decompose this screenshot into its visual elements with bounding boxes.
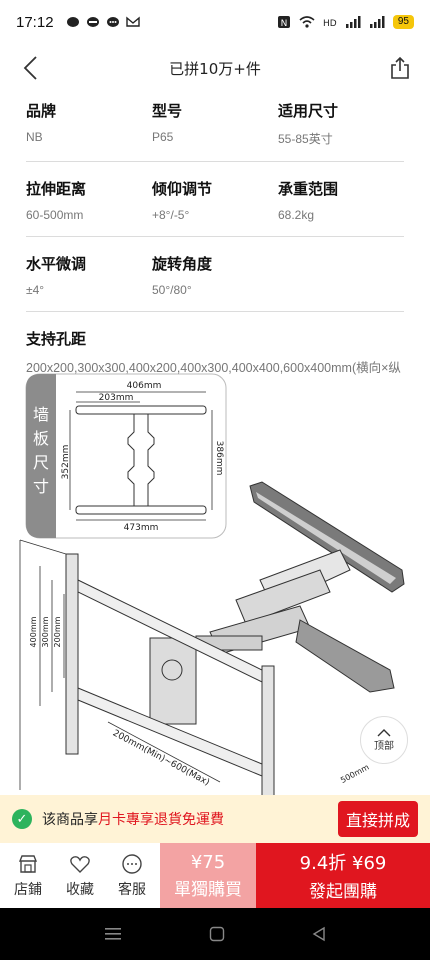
favorite-label: 收藏 — [66, 881, 94, 898]
hd-icon: HD — [323, 19, 337, 29]
dim-label: 300mm — [41, 616, 50, 647]
spec-cell-load: 承重范围 68.2kg — [278, 178, 404, 222]
spec-label: 旋转角度 — [152, 255, 213, 273]
wall-plate-label: 墙 — [33, 405, 49, 424]
spec-table: 品牌 NB 型号 P65 适用尺寸 55-85英寸 拉伸距离 60-500mm … — [26, 96, 404, 424]
store-button[interactable]: 店鋪 — [2, 843, 54, 908]
solo-buy-button[interactable]: ¥75 單獨購買 — [160, 843, 256, 908]
back-to-top-label: 顶部 — [374, 740, 394, 752]
wall-plate-label: 尺 — [33, 453, 49, 472]
spec-label: 支持孔距 — [26, 330, 87, 348]
spec-value: 55-85英寸 — [278, 132, 333, 146]
group-price: 9.4折 ¥69 — [299, 853, 387, 874]
spec-value: NB — [26, 130, 43, 144]
status-bar: 17:12 N HD 95 — [0, 0, 430, 44]
svg-text:N: N — [281, 19, 288, 29]
promo-accent: 月卡專享退貨免運費 — [98, 812, 224, 828]
spec-row: 拉伸距离 60-500mm 倾仰调节 +8°/-5° 承重范围 68.2kg — [26, 174, 404, 237]
wall-plate — [19, 539, 275, 797]
wall-plate-label: 寸 — [33, 477, 49, 496]
heart-icon — [70, 855, 90, 873]
spec-label: 适用尺寸 — [278, 102, 339, 120]
promo-text: 该商品享月卡專享退貨免運費 — [42, 809, 224, 829]
dim-label: 352mm — [61, 445, 71, 480]
tv-screen — [249, 481, 405, 593]
product-diagram: 墙 板 尺 寸 406mm 203mm 352mm 386mm 473mm — [19, 373, 405, 797]
share-button[interactable] — [384, 52, 416, 84]
spec-label: 水平微调 — [26, 255, 87, 273]
spec-value: 60-500mm — [26, 208, 84, 222]
page-title: 已拼10万+件 — [169, 59, 261, 78]
dim-label: 386mm — [214, 441, 224, 476]
dim-label: 203mm — [99, 393, 134, 403]
share-icon — [391, 56, 409, 79]
store-icon — [18, 854, 38, 873]
spec-value: +8°/-5° — [152, 208, 190, 222]
spec-label: 拉伸距离 — [26, 180, 87, 198]
spec-cell-extension: 拉伸距离 60-500mm — [26, 178, 152, 222]
chevron-up-icon — [377, 728, 391, 736]
spec-cell-level: 水平微调 ±4° — [26, 253, 152, 297]
message-bubble-icon — [106, 17, 119, 27]
dim-label: 406mm — [127, 381, 162, 391]
chevron-left-icon — [23, 56, 37, 80]
spec-label: 承重范围 — [278, 180, 339, 198]
battery-indicator: 95 — [392, 15, 414, 29]
service-button[interactable]: 客服 — [106, 843, 158, 908]
promo-bar: ✓ 该商品享月卡專享退貨免運費 直接拼成 — [0, 795, 430, 843]
promo-prefix: 该商品享 — [42, 812, 98, 828]
menu-icon[interactable] — [104, 927, 122, 941]
spec-label: 型号 — [152, 102, 183, 120]
spec-value: 50°/80° — [152, 283, 192, 297]
favorite-button[interactable]: 收藏 — [54, 843, 106, 908]
spec-value: P65 — [152, 130, 174, 144]
check-shield-icon: ✓ — [12, 809, 32, 829]
dim-label: 400mm — [29, 616, 38, 647]
service-label: 客服 — [118, 881, 146, 898]
store-label: 店鋪 — [14, 881, 42, 898]
bottom-action-bar: 店鋪 收藏 客服 ¥75 單獨購買 9.4折 ¥69 發起團購 — [0, 843, 430, 908]
dim-label: 473mm — [124, 523, 159, 533]
solo-label: 單獨購買 — [174, 879, 242, 900]
back-triangle-icon[interactable] — [312, 926, 326, 942]
mail-icon — [125, 16, 140, 27]
line-icon — [86, 17, 99, 27]
signal-icon — [369, 16, 385, 28]
home-icon[interactable] — [209, 926, 225, 942]
spec-cell-model: 型号 P65 — [152, 100, 278, 147]
dim-label: 500mm — [339, 762, 371, 785]
spec-cell-brand: 品牌 NB — [26, 100, 152, 147]
back-to-top-button[interactable]: 顶部 — [360, 716, 408, 764]
group-label: 發起團購 — [309, 882, 377, 902]
nfc-icon: N — [277, 16, 290, 29]
spec-cell-size: 适用尺寸 55-85英寸 — [278, 100, 404, 147]
svg-text:HD: HD — [323, 19, 337, 29]
mount-arm — [149, 549, 395, 725]
wall-plate-label: 板 — [33, 429, 49, 448]
back-button[interactable] — [14, 52, 46, 84]
signal-icon — [345, 16, 361, 28]
spec-cell-swivel: 旋转角度 50°/80° — [152, 253, 278, 297]
wall-plate-card: 墙 板 尺 寸 406mm 203mm 352mm 386mm 473mm — [25, 373, 227, 539]
wifi-icon — [299, 16, 315, 28]
direct-group-button[interactable]: 直接拼成 — [337, 801, 418, 837]
status-time: 17:12 — [16, 13, 54, 31]
group-buy-button[interactable]: 9.4折 ¥69 發起團購 — [256, 843, 430, 908]
spec-value: ±4° — [26, 283, 45, 297]
spec-value: 68.2kg — [278, 208, 315, 222]
spec-row: 品牌 NB 型号 P65 适用尺寸 55-85英寸 — [26, 96, 404, 162]
solo-price: ¥75 — [190, 851, 226, 873]
chat-icon — [122, 853, 142, 874]
nav-bar: 已拼10万+件 — [0, 44, 430, 92]
notification-icons — [66, 16, 140, 28]
chat-bubble-icon — [66, 17, 79, 27]
spec-row: 水平微调 ±4° 旋转角度 50°/80° — [26, 249, 404, 312]
dim-label: 200mm — [53, 616, 62, 647]
spec-cell-tilt: 倾仰调节 +8°/-5° — [152, 178, 278, 222]
spec-label: 倾仰调节 — [152, 180, 213, 198]
status-right: N HD 95 — [277, 15, 414, 29]
system-nav-bar — [0, 908, 430, 960]
spec-label: 品牌 — [26, 102, 57, 120]
